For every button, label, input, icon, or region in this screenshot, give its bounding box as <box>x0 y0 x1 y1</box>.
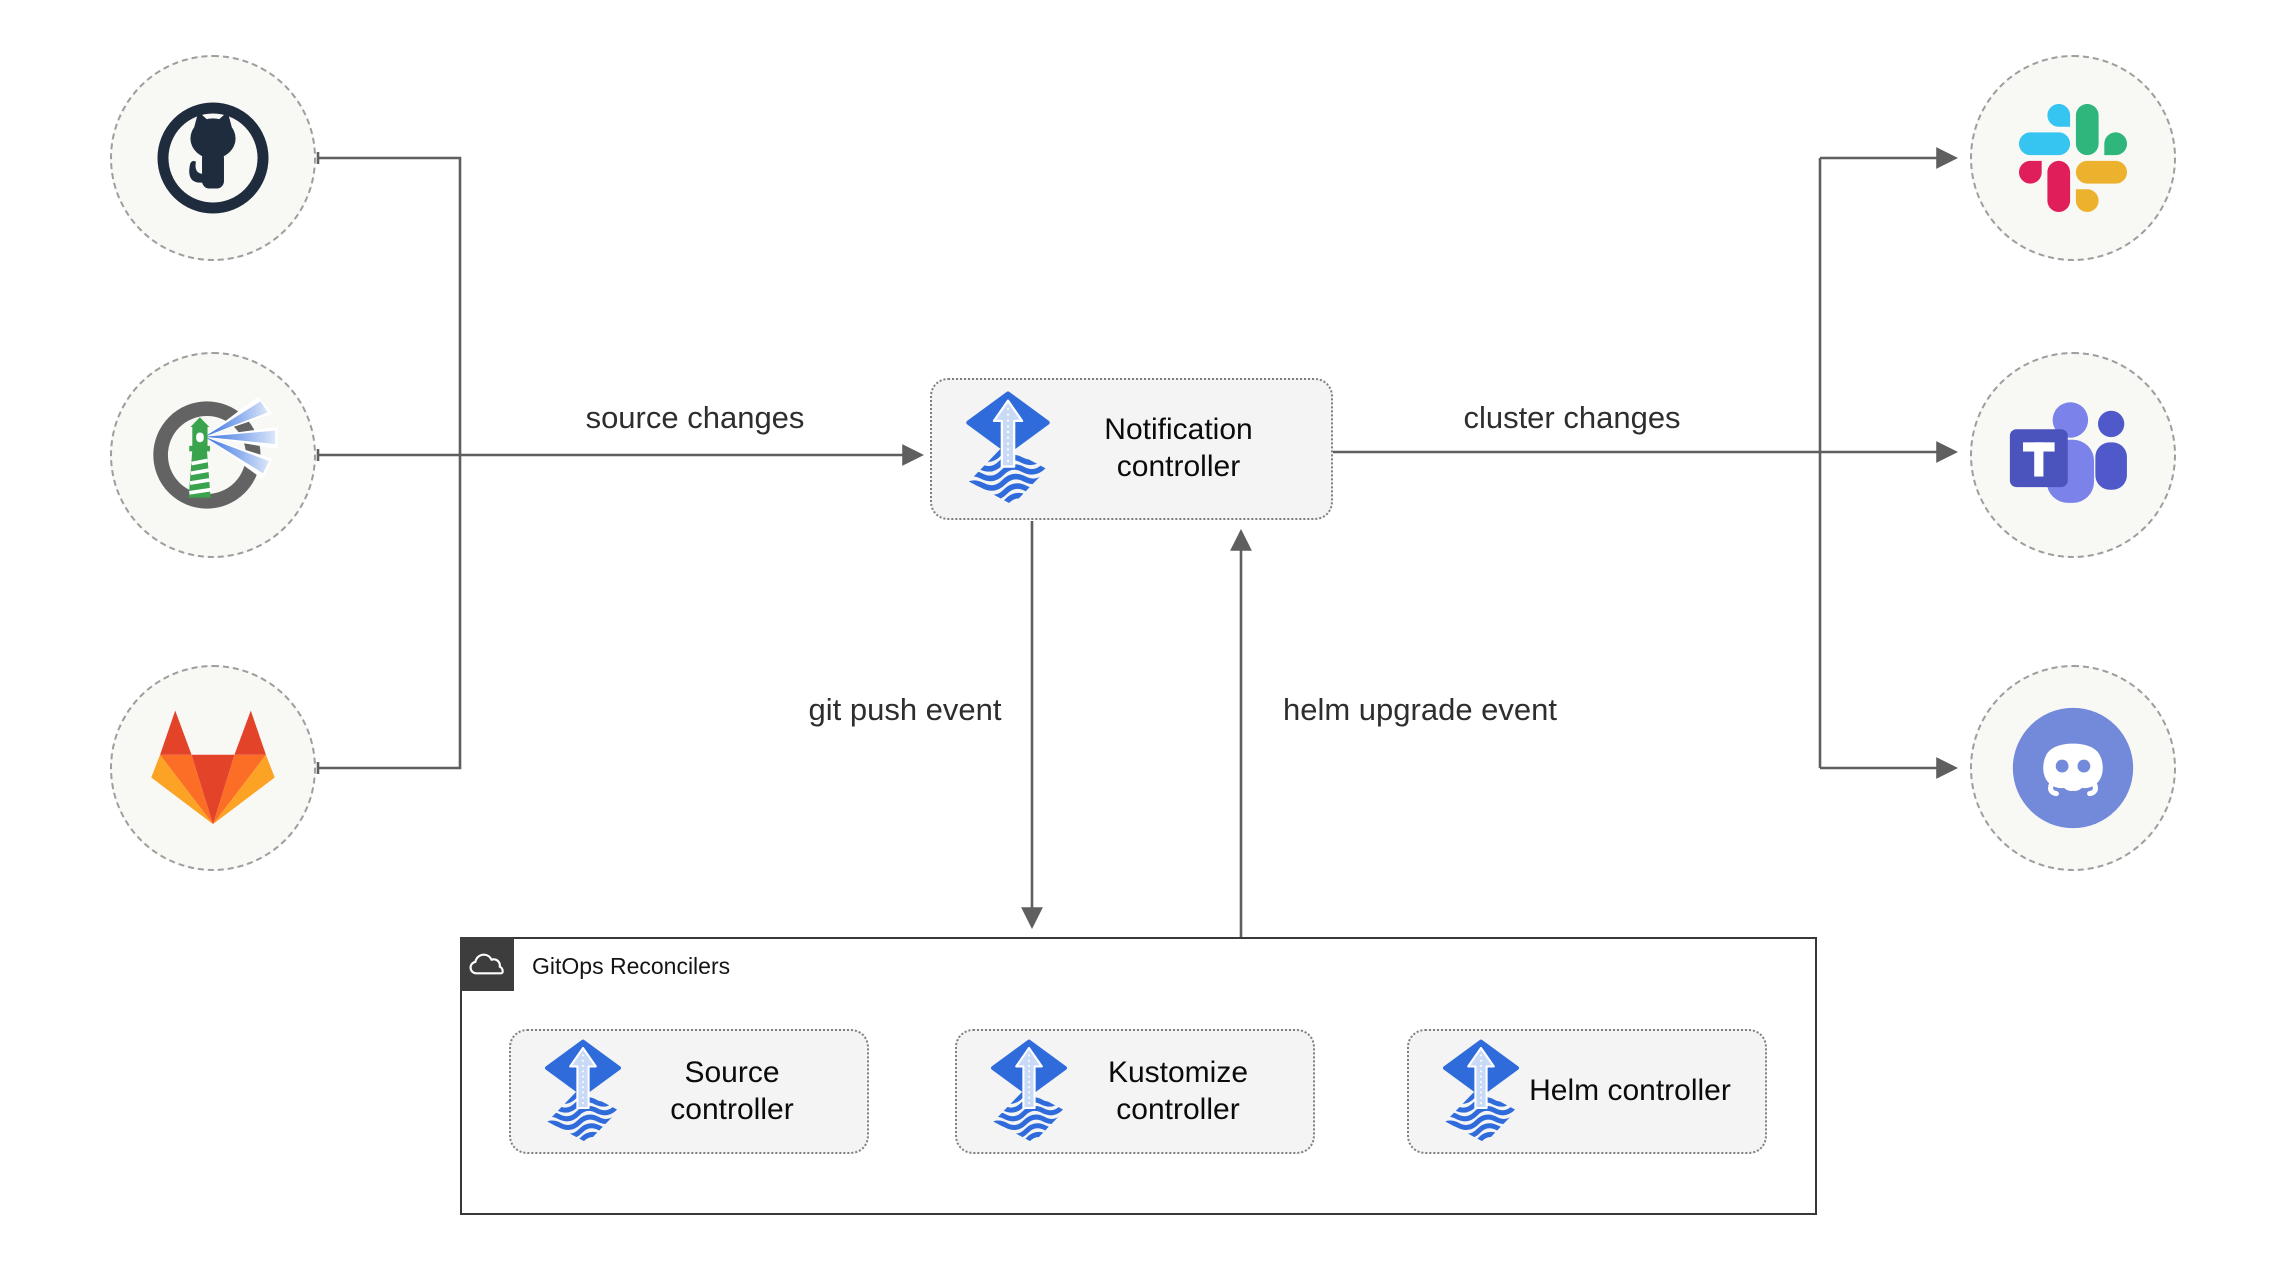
harbor-node <box>110 352 316 558</box>
edge-left-connector <box>318 156 462 770</box>
flux-icon <box>1441 1039 1521 1145</box>
container-header <box>460 937 514 991</box>
source-controller-node: Source controller <box>509 1029 869 1154</box>
discord-node <box>1970 665 2176 871</box>
harbor-icon <box>146 394 280 516</box>
gitlab-node <box>110 665 316 871</box>
teams-node <box>1970 352 2176 558</box>
cloud-icon <box>467 950 507 978</box>
node-label: Kustomize controller <box>1107 1055 1249 1126</box>
edge-label-git-push-event: git push event <box>808 692 1002 727</box>
node-label: Notification controller <box>1104 413 1253 483</box>
discord-icon <box>2009 704 2137 832</box>
kustomize-controller-node: Kustomize controller <box>955 1029 1315 1154</box>
slack-icon <box>2019 104 2127 212</box>
container-label: GitOps Reconcilers <box>532 952 731 979</box>
slack-node <box>1970 55 2176 261</box>
github-icon <box>152 97 274 219</box>
edge-label-source-changes: source changes <box>585 400 805 435</box>
edge-label-cluster-changes: cluster changes <box>1463 400 1681 435</box>
gitlab-icon <box>150 708 276 828</box>
gitops-reconcilers-container: GitOps Reconcilers Source controller Kus… <box>460 937 1817 1215</box>
node-label: Source controller <box>670 1055 794 1126</box>
flux-icon <box>989 1039 1069 1145</box>
flux-icon <box>964 391 1052 507</box>
helm-controller-node: Helm controller <box>1407 1029 1767 1154</box>
teams-icon <box>2007 395 2139 516</box>
node-label: Helm controller <box>1529 1074 1731 1108</box>
flux-icon <box>543 1039 623 1145</box>
edge-label-helm-upgrade-event: helm upgrade event <box>1282 692 1558 727</box>
github-node <box>110 55 316 261</box>
notification-controller-node: Notification controller <box>930 378 1333 520</box>
